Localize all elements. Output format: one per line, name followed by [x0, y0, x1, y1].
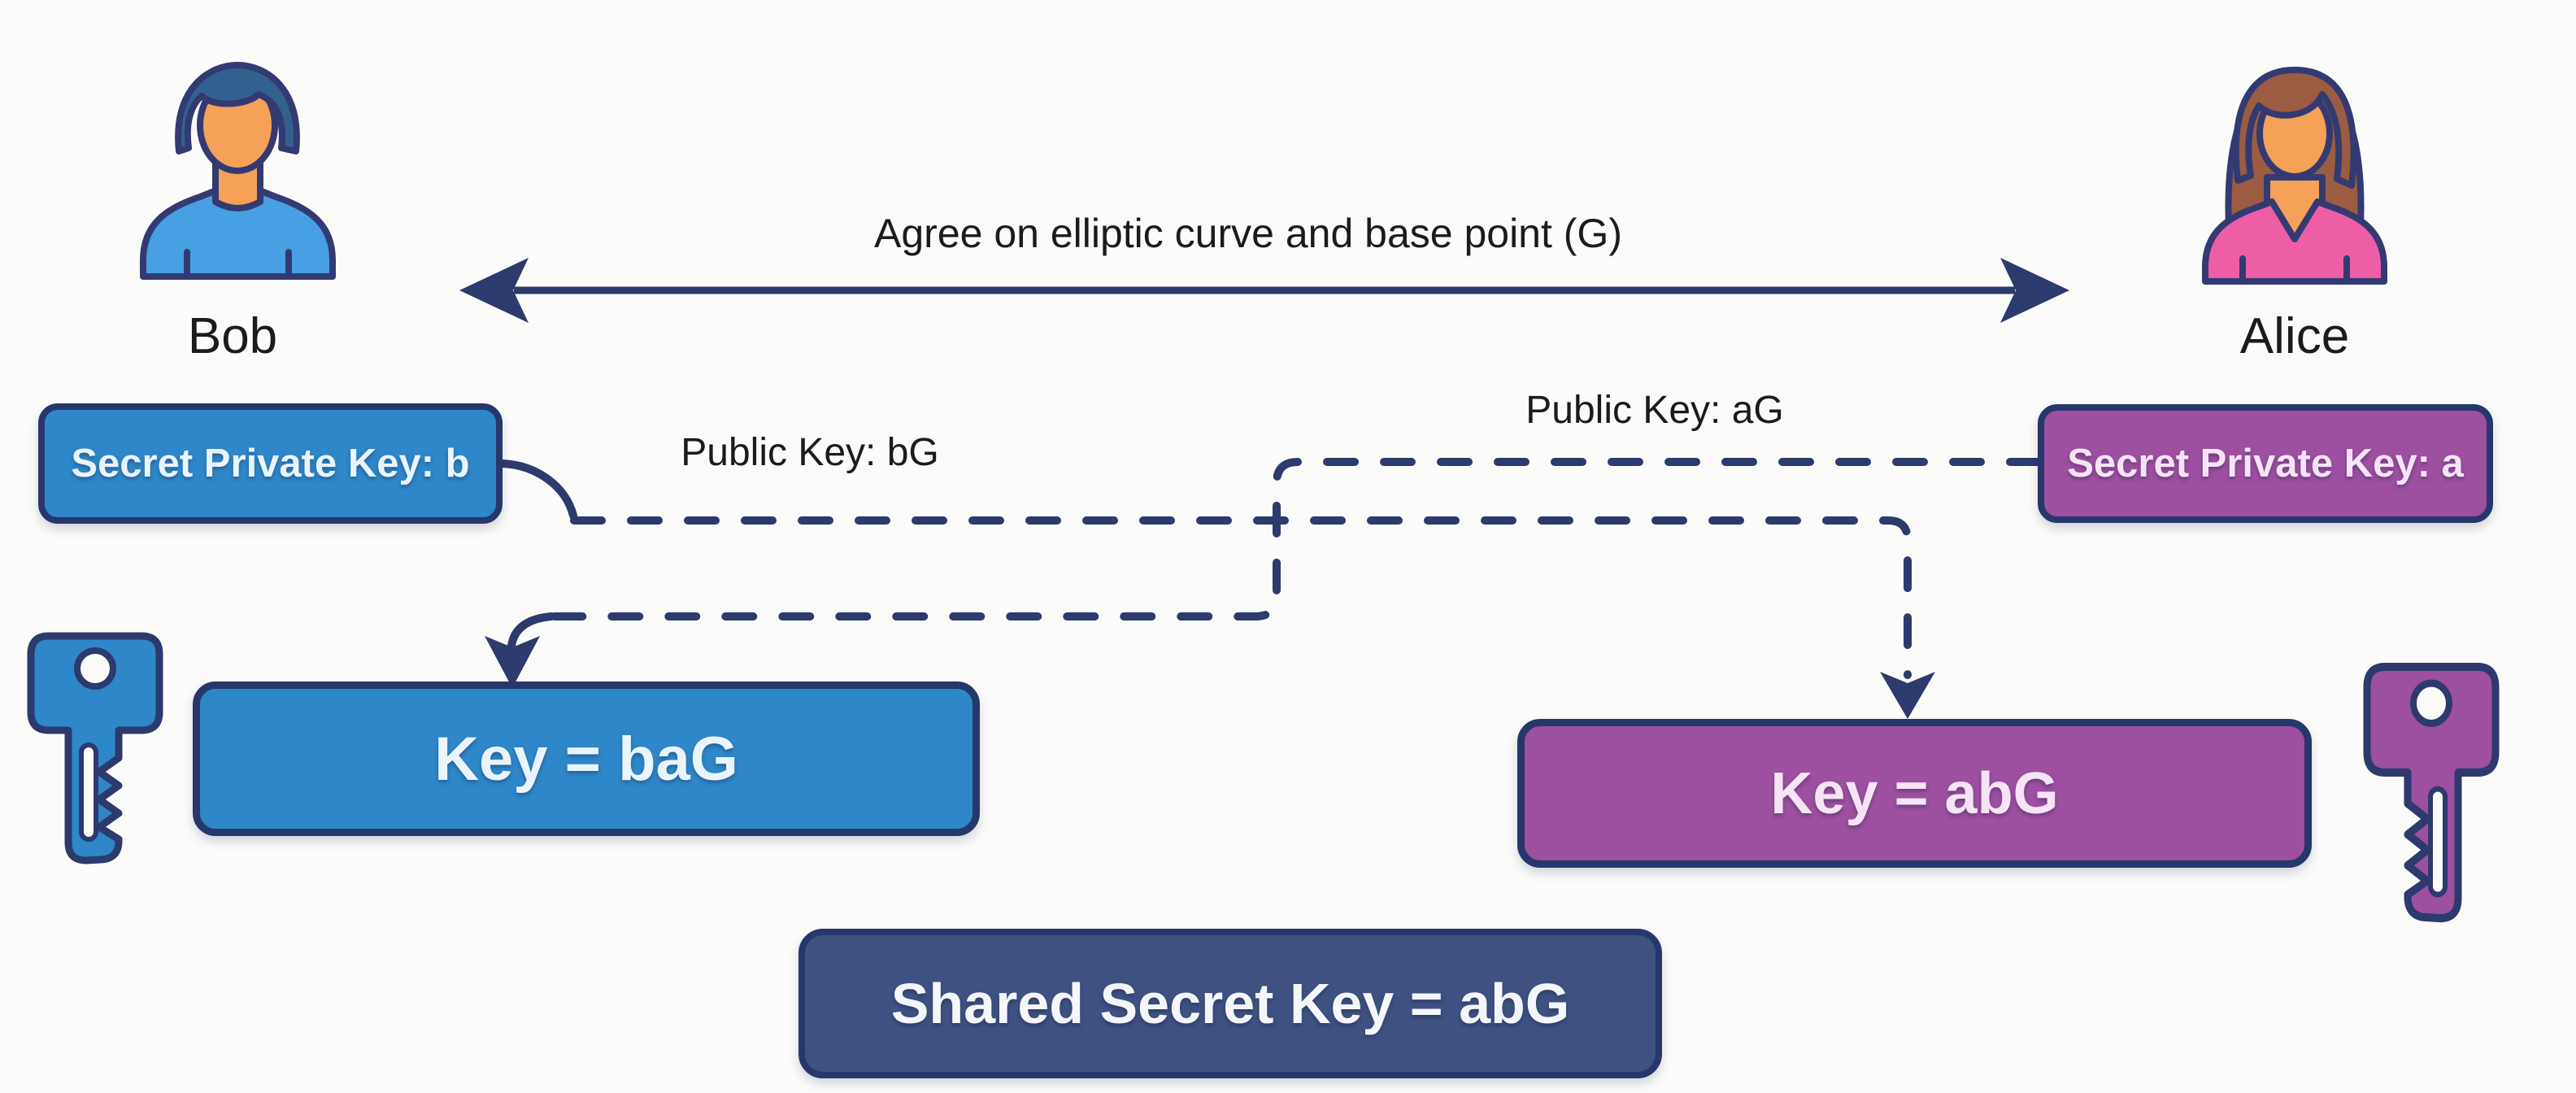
shared-secret-key-label: Shared Secret Key = abG — [890, 972, 1570, 1035]
key-bag-label: Key = baG — [434, 724, 738, 794]
arrowhead-right-icon — [2000, 258, 2069, 323]
key-abg-label: Key = abG — [1770, 760, 2059, 826]
woman-avatar-icon — [2202, 67, 2387, 285]
bob-private-key-box: Secret Private Key: b — [38, 403, 503, 524]
blue-key-icon — [31, 636, 159, 860]
alice-private-key-label: Secret Private Key: a — [2067, 442, 2464, 486]
alice-public-key-path — [485, 458, 2042, 688]
key-bag-box: Key = baG — [193, 681, 980, 836]
man-avatar-icon — [140, 62, 336, 280]
public-key-ag-label: Public Key: aG — [1525, 389, 1784, 432]
public-key-bg-label: Public Key: bG — [681, 431, 939, 474]
arrowhead-down-left-icon — [485, 636, 540, 688]
bob-private-key-label: Secret Private Key: b — [71, 442, 470, 486]
alice-private-key-box: Secret Private Key: a — [2038, 404, 2493, 523]
arrowhead-down-right-icon — [1880, 672, 1935, 719]
agreement-label: Agree on elliptic curve and base point (… — [874, 211, 1622, 256]
key-abg-box: Key = abG — [1517, 719, 2312, 868]
shared-secret-key-box: Shared Secret Key = abG — [798, 929, 1662, 1078]
arrowhead-left-icon — [459, 258, 529, 323]
agreement-arrow — [459, 258, 2069, 323]
bob-public-key-path — [498, 459, 1935, 719]
bob-label: Bob — [187, 308, 278, 364]
alice-label: Alice — [2239, 308, 2350, 364]
purple-key-icon — [2367, 667, 2496, 918]
